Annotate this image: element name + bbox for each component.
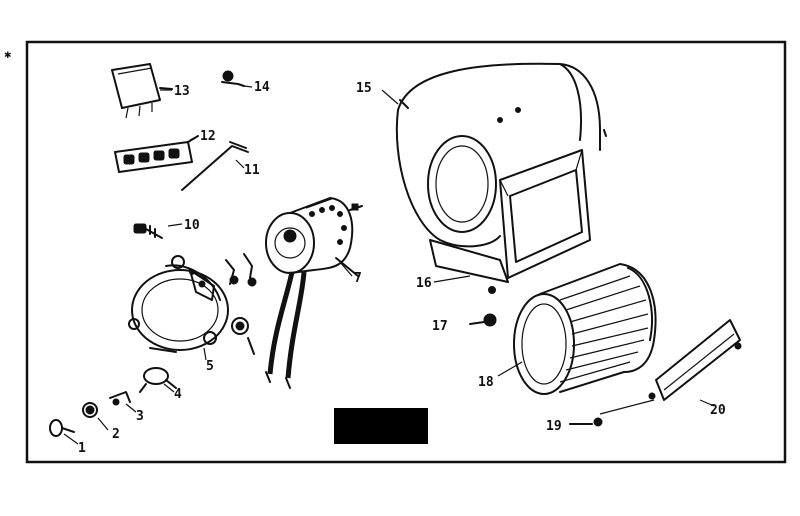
label-part-20: 20 xyxy=(710,403,726,418)
label-part-1: 1 xyxy=(78,441,86,456)
part-7-motor xyxy=(265,197,363,277)
label-part-15: 15 xyxy=(356,81,372,96)
corner-mark: ✱ xyxy=(4,51,12,61)
part-1-bolt xyxy=(49,419,75,437)
motor-leads xyxy=(265,271,307,389)
part-19-screw xyxy=(569,417,603,427)
part-12-terminal-strip xyxy=(114,135,199,173)
label-part-5: 5 xyxy=(206,359,214,374)
label-part-12: 12 xyxy=(200,129,216,144)
label-part-4: 4 xyxy=(174,387,182,402)
label-part-19: 19 xyxy=(546,419,562,434)
label-part-18: 18 xyxy=(478,375,494,390)
label-part-10: 10 xyxy=(184,218,200,233)
label-part-7: 7 xyxy=(354,271,362,286)
part-2-nut xyxy=(82,402,98,418)
label-part-11: 11 xyxy=(244,163,260,178)
part-20-bracket xyxy=(599,319,742,415)
blacked-out-label xyxy=(334,408,428,444)
part-14-clip xyxy=(221,70,245,87)
part-18-blower-wheel xyxy=(513,263,657,395)
diagram-frame xyxy=(25,40,787,464)
part-4-clip xyxy=(139,367,177,393)
label-part-13: 13 xyxy=(174,84,190,99)
label-part-3: 3 xyxy=(136,409,144,424)
mount-fasteners xyxy=(225,253,257,355)
part-10-screw xyxy=(133,223,163,239)
part-11-bracket-rod xyxy=(181,141,249,191)
part-13-control-box xyxy=(111,63,173,119)
part-5-motor-mount xyxy=(128,255,229,353)
label-part-17: 17 xyxy=(432,319,448,334)
part-17-screw xyxy=(469,313,497,327)
part-15-blower-housing xyxy=(395,62,607,294)
leader-lines xyxy=(63,85,715,445)
label-part-16: 16 xyxy=(416,276,432,291)
label-part-2: 2 xyxy=(112,427,120,442)
label-part-14: 14 xyxy=(254,80,270,95)
part-3-washer xyxy=(109,391,131,406)
